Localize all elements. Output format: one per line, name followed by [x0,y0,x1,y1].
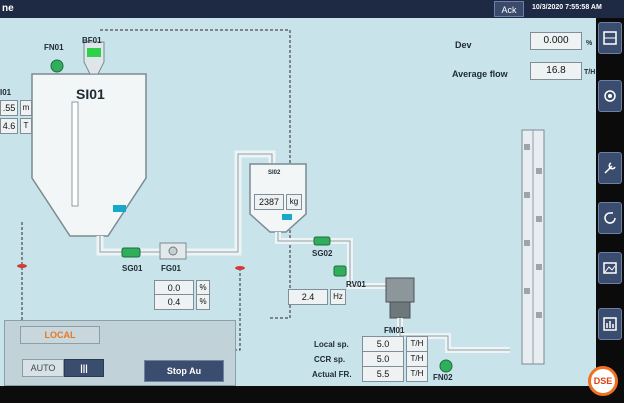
bf01-label: BF01 [82,36,102,45]
local-mode-indicator: LOCAL [20,326,100,344]
sg02-label: SG02 [312,249,333,258]
fg01-value-2: 0.4 [154,294,194,310]
right-nav-bar [596,18,624,386]
fg01-unit-1: % [196,280,210,296]
pipe-fm01-elevator-outline [399,318,510,351]
bf01-status [87,48,101,57]
local-sp-label: Local sp. [314,340,349,349]
refresh-icon [604,212,616,224]
nav-button-3[interactable] [598,152,622,184]
fan-fn02-icon [439,359,453,373]
nav-button-5[interactable] [598,252,622,284]
settings-icon [604,90,616,102]
pipe-main-outline [99,153,273,253]
level-probe [71,101,79,207]
local-sp-unit: T/H [406,336,428,352]
si01-label: SI01 [76,86,105,102]
signal-line-top [100,29,291,319]
si02-label: SI02 [268,170,281,176]
fm01-base [389,301,411,319]
red-marker-left [17,264,27,268]
dev-unit: % [586,40,593,47]
pipe-si02-fm01-outline [277,232,392,287]
rv01-label: RV01 [346,280,366,289]
chart-icon [603,317,617,331]
top-bar: ne Ack 10/3/2020 7:55:58 AM [0,0,624,18]
actual-fr-label: Actual FR. [312,370,352,379]
nav-button-2[interactable] [598,80,622,112]
red-marker-mid [235,266,245,270]
valve-sg01-icon [121,247,141,258]
fan-fn01-icon [50,59,64,73]
ccr-sp-label: CCR sp. [314,355,346,364]
stop-auto-button[interactable]: Stop Au [144,360,224,382]
fg01-dial [168,246,178,256]
ccr-sp-value: 5.0 [362,351,404,367]
left-value-1: .55 [0,100,18,116]
process-diagram [17,29,545,373]
nav-button-1[interactable] [598,22,622,54]
ack-button[interactable]: Ack [494,1,524,17]
si01-indicator [113,205,126,212]
average-flow-unit: T/H [584,69,596,76]
si02-weight-value: 2387 [254,194,284,210]
hmi-screen: FN01 BF01 SI01 SG01 FG01 SI02 SG02 RV01 … [0,18,596,386]
tools-icon [604,162,616,174]
dse-logo: DSE [588,366,618,396]
rv01-unit: Hz [330,289,346,305]
rotary-valve-rv01-icon [333,265,347,277]
si02-indicator [282,214,292,220]
nav-button-4[interactable] [598,202,622,234]
rv01-value: 2.4 [288,289,328,305]
flowmeter-fm01-icon [385,277,415,303]
left-tag-fragment: I01 [0,88,12,97]
auto-toggle-switch[interactable]: ||| [64,359,104,377]
sg01-label: SG01 [122,264,143,273]
ccr-sp-unit: T/H [406,351,428,367]
nav-button-6[interactable] [598,308,622,340]
actual-fr-value: 5.5 [362,366,404,382]
left-unit-2: T [20,118,32,134]
average-flow-label: Average flow [452,69,508,79]
monitor-bottom-edge [0,386,624,403]
filter-bf01 [83,41,105,75]
fm01-label: FM01 [384,326,405,335]
local-sp-value[interactable]: 5.0 [362,336,404,352]
left-value-2: 4.6 [0,118,18,134]
timestamp: 10/3/2020 7:55:58 AM [532,4,602,11]
dev-label: Dev [455,40,472,50]
left-unit-1: m [20,100,32,116]
fn02-label: FN02 [433,373,453,382]
fg01-unit-2: % [196,294,210,310]
si02-weight-unit: kg [286,194,302,210]
auto-toggle-label: AUTO [22,359,64,377]
image-icon [603,262,617,274]
pipe-si02-fm01 [275,232,392,289]
grid-icon [603,31,617,45]
screen-title: ne [2,3,14,14]
dev-value: 0.000 [530,32,582,50]
fn01-label: FN01 [44,43,64,52]
valve-sg02-icon [313,236,331,246]
actual-fr-unit: T/H [406,366,428,382]
elevator-buckets [524,144,542,318]
average-flow-value: 16.8 [530,62,582,80]
fg01-label: FG01 [161,264,182,273]
silo-si01 [31,73,147,237]
